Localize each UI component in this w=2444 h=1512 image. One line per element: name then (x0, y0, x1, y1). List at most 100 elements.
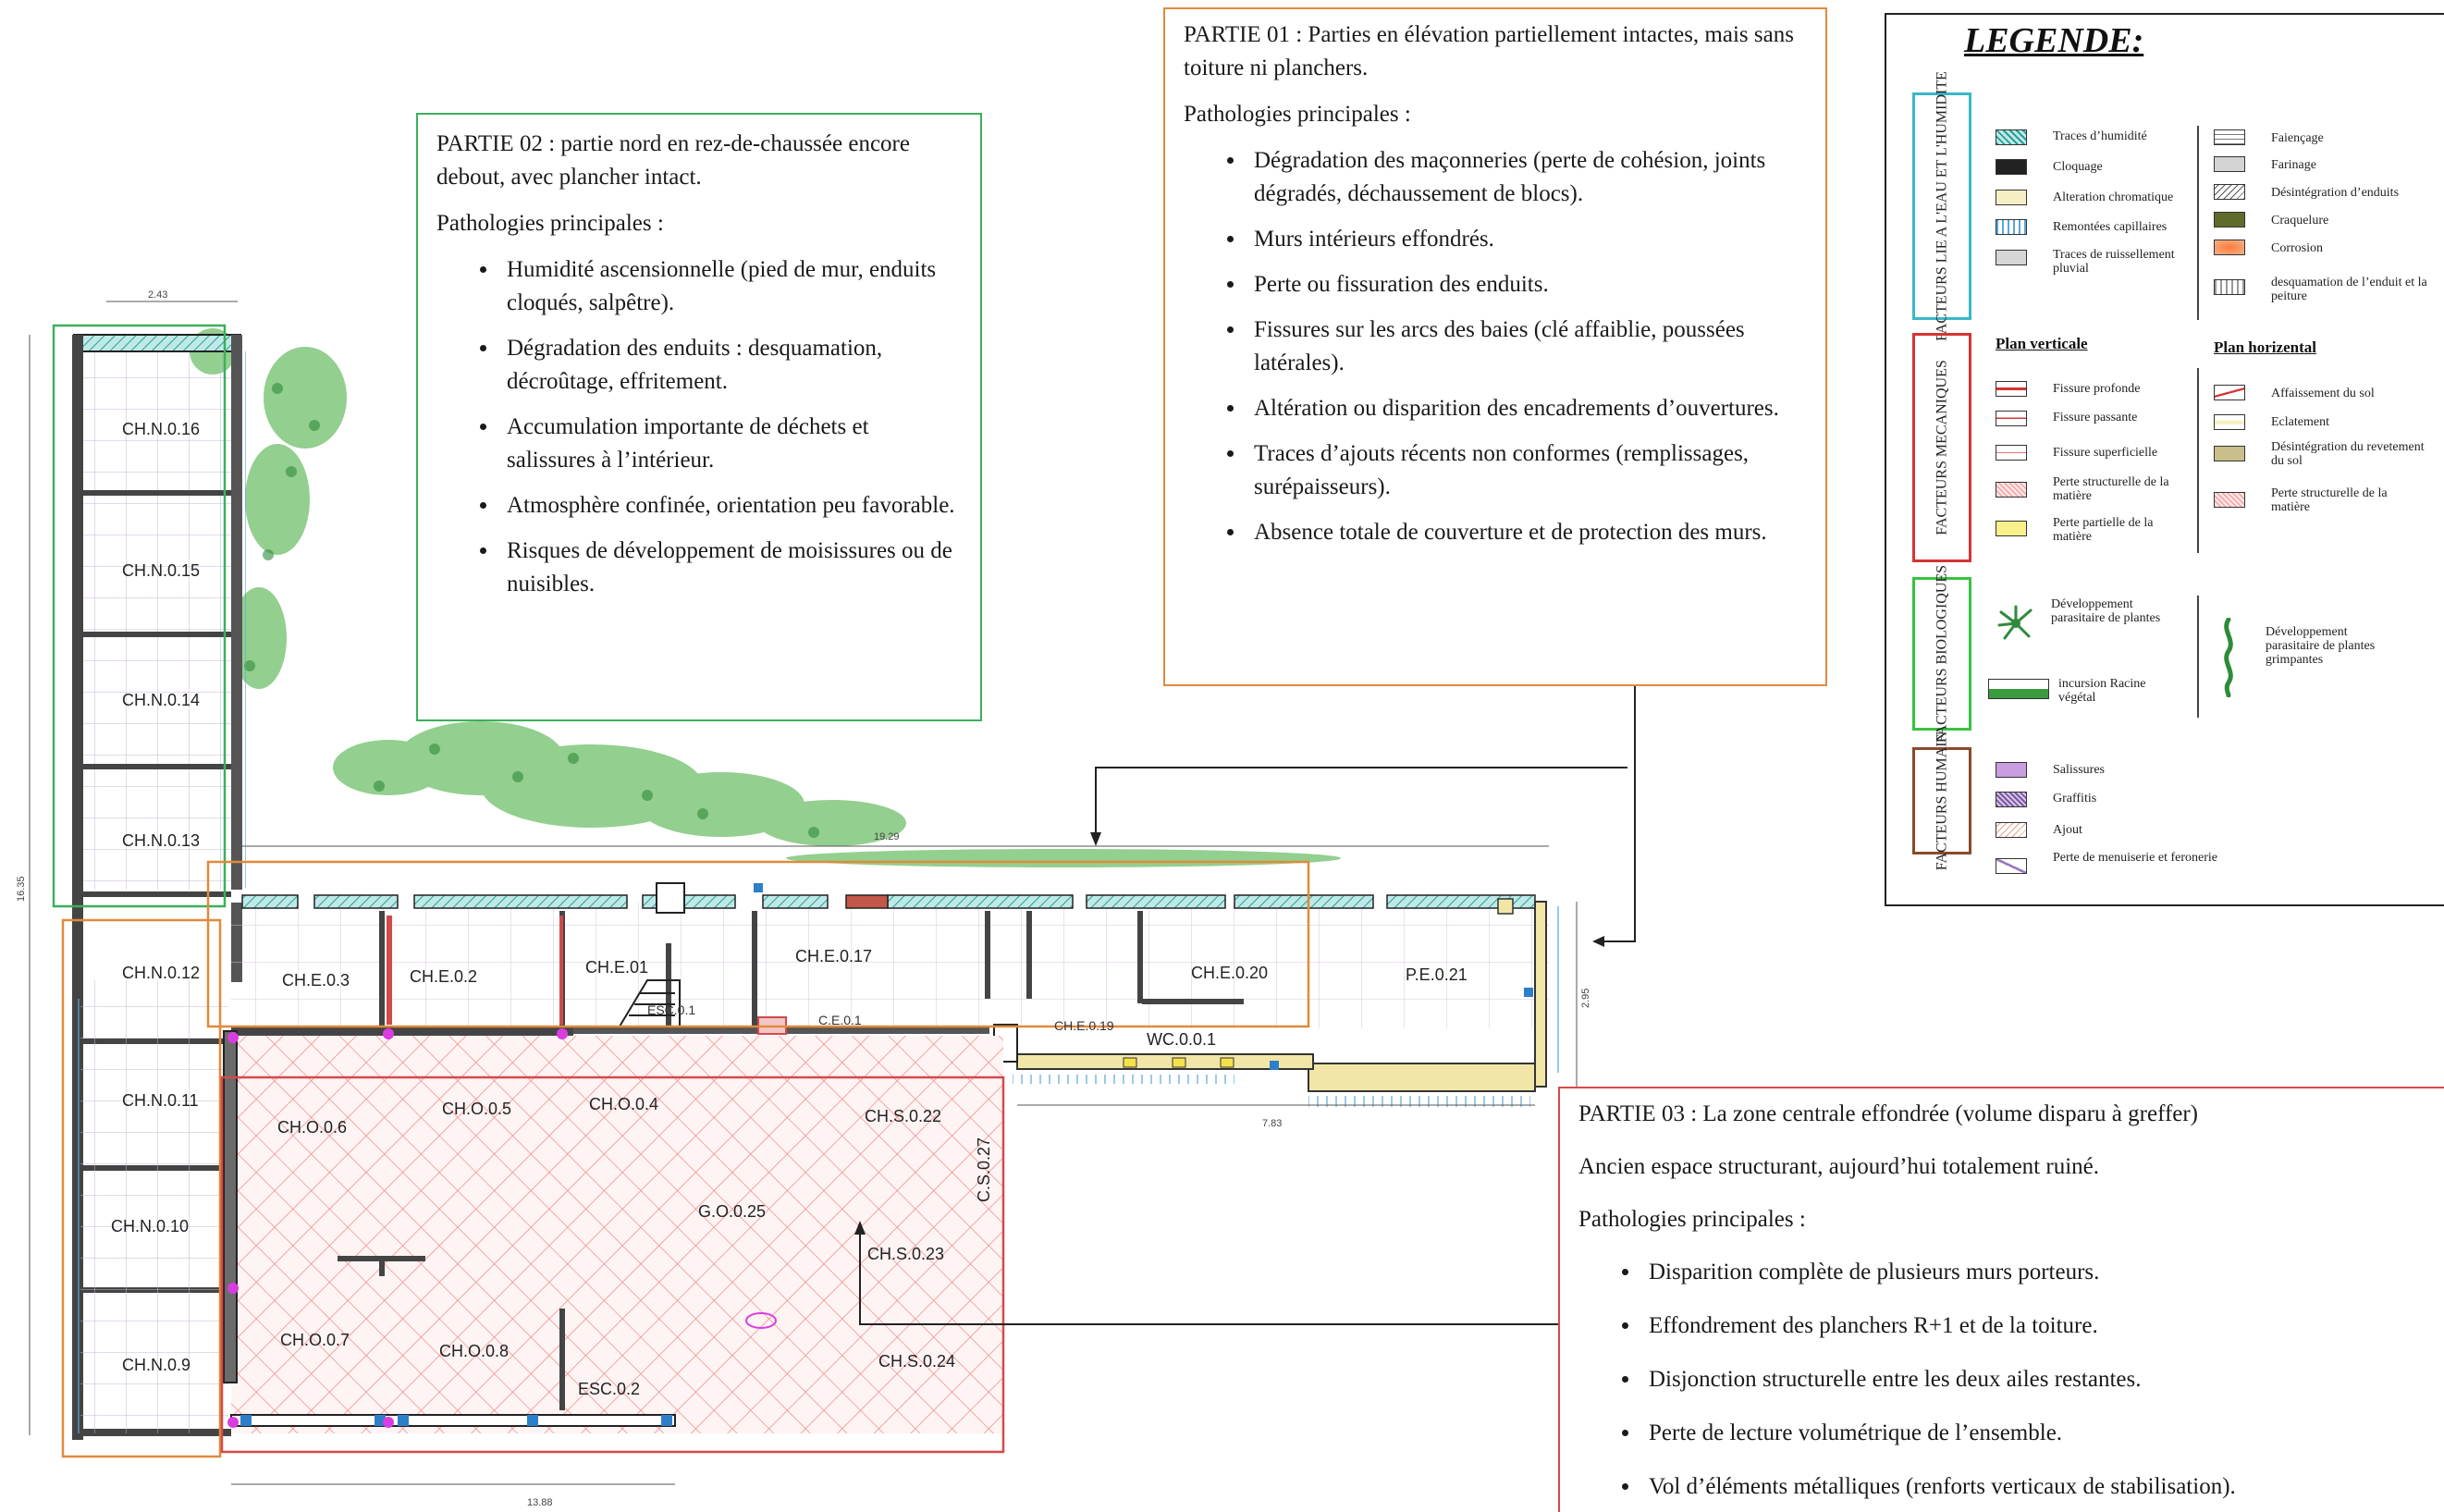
swatch-perte-structurelle-sol (2214, 492, 2245, 508)
legend-item: Désintégration du revetement du sol (2271, 440, 2425, 468)
legend-tab-meca: FACTEURS MECANIQUES (1912, 333, 1971, 562)
room-label: CH.N.0.13 (122, 831, 200, 850)
partie01-note: PARTIE 01 : Parties en élévation partiel… (1163, 7, 1827, 686)
legend-item: Affaissement du sol (2271, 387, 2375, 400)
room-label: CH.O.0.7 (280, 1331, 350, 1349)
legend-item: Développement parasitaire de plantes (2051, 597, 2161, 625)
swatch-fissure-profonde (1996, 381, 2027, 397)
swatch-faiencage (2214, 129, 2245, 145)
legend-tab-hum: FACTEURS HUMAIN (1912, 731, 1971, 870)
room-label: C.S.0.27 (975, 1137, 993, 1202)
legend-panel: LEGENDE: FACTEURS LIE A L'EAU ET L'HUMID… (1885, 13, 2444, 906)
zone-partie03-outline (220, 1076, 1005, 1454)
swatch-eclatement (2214, 414, 2245, 430)
partie02-title: : partie nord en rez-de-chaussée encore … (436, 131, 910, 190)
swatch-remontees-capillaires (1996, 219, 2027, 235)
room-label: CH.O.0.5 (442, 1100, 511, 1118)
legend-item: Traces d’humidité (2053, 129, 2147, 143)
legend-item: Remontées capillaires (2053, 220, 2168, 234)
legend-tab-bio: FACTEURS BIOLOGIQUES (1912, 565, 1971, 743)
legend-item: Désintégration d’enduits (2271, 186, 2400, 200)
partie03-title-lead: PARTIE 03 (1578, 1101, 1685, 1126)
legend-item: Craquelure (2271, 214, 2329, 227)
legend-item: Perte partielle de la matière (2053, 516, 2154, 544)
swatch-desintegration-sol (2214, 446, 2245, 461)
legend-item: desquamation de l’enduit et la peiture (2271, 276, 2427, 303)
partie01-item: Traces d’ajouts récents non conformes (r… (1247, 437, 1807, 504)
swatch-affaissement (2214, 385, 2245, 400)
room-label: G.O.0.25 (698, 1202, 766, 1221)
swatch-cloquage (1996, 159, 2027, 175)
swatch-perte-menuiserie (1996, 858, 2027, 874)
dimension-label: 13.88 (527, 1497, 553, 1508)
legend-item: Corrosion (2271, 241, 2323, 255)
partie02-item: Humidité ascensionnelle (pied de mur, en… (499, 253, 962, 320)
dimension-label: 2.95 (1580, 989, 1591, 1008)
partie02-patho-label: Pathologies principales : (436, 211, 664, 236)
partie01-item: Altération ou disparition des encadremen… (1247, 392, 1807, 425)
swatch-alteration-chromatique (1996, 190, 2027, 205)
room-label: CH.E.0.17 (795, 947, 872, 965)
legend-item: Faiençage (2271, 131, 2324, 145)
swatch-graffitis (1996, 792, 2027, 807)
partie03-item: Effondrement des planchers R+1 et de la … (1641, 1309, 2427, 1343)
legend-item: incursion Racine végétal (2058, 677, 2146, 705)
swatch-ajout (1996, 822, 2027, 838)
legend-tab-eau: FACTEURS LIE A L'EAU ET L'HUMIDITE (1912, 71, 1971, 341)
legend-divider (2197, 126, 2199, 320)
legend-item: Fissure profonde (2053, 382, 2141, 396)
swatch-craquelure (2214, 212, 2245, 227)
dimension-label: 19.29 (874, 831, 900, 842)
zone-partie02-outline (52, 324, 227, 908)
room-label: CH.N.0.16 (122, 420, 200, 438)
partie01-item: Murs intérieurs effondrés. (1247, 223, 1807, 256)
dimension-label: 7.83 (1262, 1118, 1282, 1129)
swatch-ruissellement (1996, 250, 2027, 265)
legend-divider (2197, 596, 2199, 718)
partie03-item: Vol d’éléments métalliques (renforts ver… (1641, 1470, 2427, 1504)
dimension-label: 2.43 (148, 289, 167, 301)
swatch-traces-humidite (1996, 129, 2027, 145)
partie01-patho-label: Pathologies principales : (1184, 102, 1411, 127)
legend-item: Eclatement (2271, 415, 2329, 429)
room-label: CH.O.0.6 (277, 1118, 347, 1137)
swatch-perte-structurelle (1996, 482, 2027, 498)
legend-item: Farinage (2271, 158, 2316, 172)
zone-partie02-south-outline (61, 918, 222, 1458)
room-label: ESC.0.2 (578, 1380, 640, 1398)
swatch-farinage (2214, 156, 2245, 172)
partie02-item: Risques de développement de moisissures … (499, 535, 962, 601)
partie03-item: Disjonction structurelle entre les deux … (1641, 1363, 2427, 1396)
swatch-perte-partielle (1996, 521, 2027, 536)
partie03-note: PARTIE 03 : La zone centrale effondrée (… (1558, 1087, 2444, 1512)
legend-item: Cloquage (2053, 160, 2103, 174)
legend-item: Fissure superficielle (2053, 446, 2158, 460)
room-label: CH.S.0.23 (867, 1245, 944, 1263)
swatch-salissures (1996, 762, 2027, 778)
swatch-fissure-superficielle (1996, 445, 2027, 461)
room-label: CH.E.0.2 (410, 967, 477, 986)
legend-item: Salissures (2053, 763, 2105, 777)
room-label: CH.E.0.3 (282, 971, 350, 990)
partie01-item: Dégradation des maçonneries (perte de co… (1247, 144, 1807, 211)
room-label: CH.E.0.19 (1054, 1018, 1114, 1033)
partie02-note: PARTIE 02 : partie nord en rez-de-chauss… (416, 113, 982, 721)
climbing-plant-icon (2224, 618, 2233, 697)
plant-icon (1997, 605, 2033, 640)
partie02-item: Accumulation importante de déchets et sa… (499, 411, 962, 477)
legend-item: Perte de menuiserie et feronerie (2053, 851, 2218, 865)
partie02-item: Atmosphère confinée, orientation peu fav… (499, 489, 962, 522)
room-label: CH.E.0.20 (1191, 964, 1268, 982)
room-label: ESC.0.1 (647, 1002, 695, 1017)
swatch-desquamation (2214, 279, 2245, 295)
room-label: CH.N.0.10 (111, 1217, 189, 1235)
room-label: WC.0.0.1 (1147, 1030, 1216, 1049)
partie01-title-lead: PARTIE 01 (1184, 22, 1290, 47)
room-label: CH.N.0.15 (122, 561, 200, 580)
legend-item: Alteration chromatique (2053, 191, 2174, 204)
partie03-item: Disparition complète de plusieurs murs p… (1641, 1256, 2427, 1289)
swatch-desintegration-enduits (2214, 184, 2245, 200)
legend-item: Développement parasitaire de plantes gri… (2266, 625, 2376, 667)
room-label: CH.S.0.22 (865, 1107, 941, 1125)
